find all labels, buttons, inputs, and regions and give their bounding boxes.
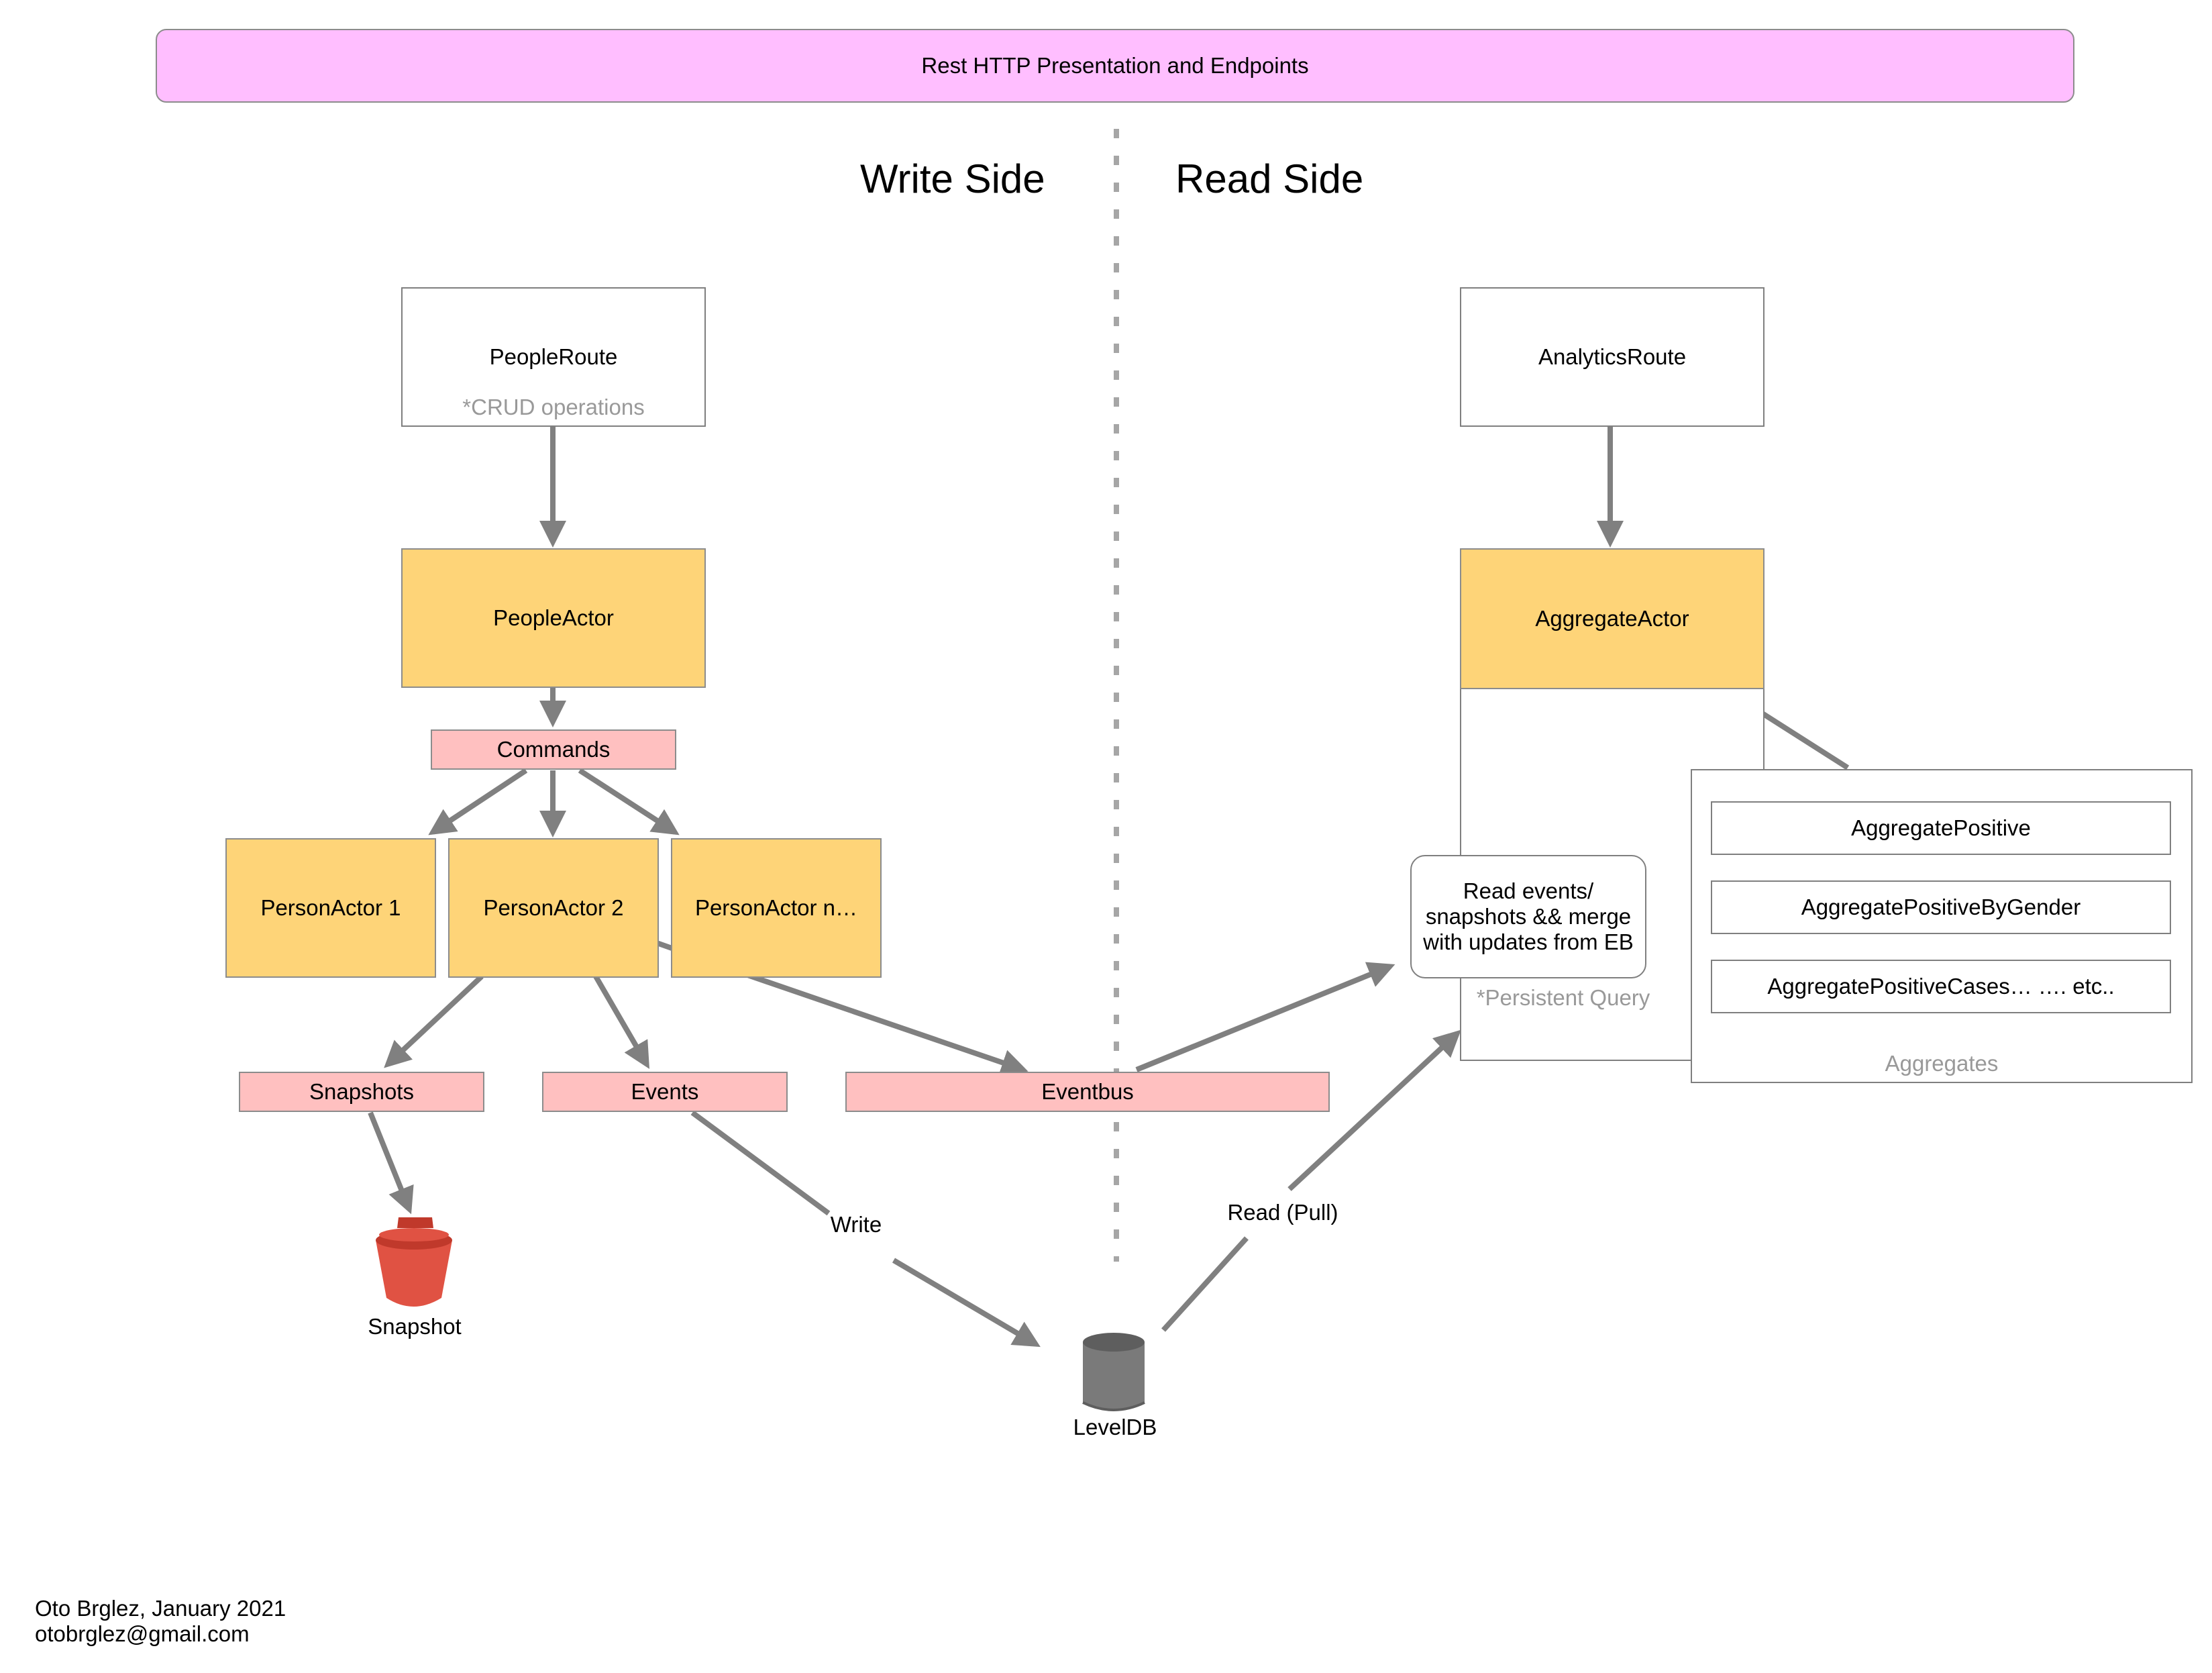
arrow-commands-personactor-n (578, 768, 680, 835)
aggregate-positive-label: AggregatePositive (1851, 815, 2031, 841)
person-actor-n-node: PersonActor n… (671, 838, 882, 978)
snapshots-label: Snapshots (309, 1079, 414, 1105)
footer-email: otobrglez@gmail.com (35, 1621, 250, 1646)
read-side-label: Read Side (1175, 156, 1364, 201)
leveldb-label: LevelDB (1073, 1415, 1157, 1439)
person-actor-2-label: PersonActor 2 (483, 895, 624, 921)
read-edge-label: Read (Pull) (1227, 1200, 1338, 1225)
aggregate-positive-node: AggregatePositive (1711, 801, 2171, 855)
arrow-leveldb-persistent-query (1161, 1033, 1457, 1332)
aggregates-caption: Aggregates (1885, 1051, 1999, 1076)
analytics-route-label: AnalyticsRoute (1538, 344, 1687, 370)
arrow-events-leveldb (690, 1110, 1036, 1344)
people-route-title: PeopleRoute (489, 344, 618, 370)
persistent-query-line-1: Read events/ (1463, 878, 1594, 904)
arrow-personactor2-snapshots (384, 974, 484, 1068)
people-route-node: PeopleRoute (401, 287, 706, 427)
persistent-query-caption: *Persistent Query (1476, 985, 1650, 1010)
aggregate-actor-node: AggregateActor (1460, 548, 1765, 689)
eventbus-node: Eventbus (845, 1072, 1330, 1112)
aggregate-positive-by-gender-node: AggregatePositiveByGender (1711, 880, 2171, 934)
people-actor-label: PeopleActor (493, 605, 614, 631)
people-route-note: *CRUD operations (462, 395, 645, 419)
write-edge-label: Write (830, 1212, 882, 1237)
persistent-query-line-2: snapshots && merge (1425, 904, 1632, 929)
arrow-commands-personactor-1 (428, 768, 528, 835)
snapshots-node: Snapshots (239, 1072, 484, 1112)
people-actor-node: PeopleActor (401, 548, 706, 688)
commands-node: Commands (431, 729, 676, 770)
events-node: Events (542, 1072, 788, 1112)
aggregate-positive-by-gender-label: AggregatePositiveByGender (1801, 895, 2081, 920)
person-actor-n-label: PersonActor n… (694, 895, 858, 921)
header-title: Rest HTTP Presentation and Endpoints (921, 53, 1309, 79)
arrow-eventbus-persistent-query (1135, 962, 1395, 1072)
person-actor-1-node: PersonActor 1 (225, 838, 436, 978)
persistent-query-line-3: with updates from EB (1423, 929, 1634, 954)
header-band: Rest HTTP Presentation and Endpoints (156, 29, 2074, 103)
analytics-route-node: AnalyticsRoute (1460, 287, 1765, 427)
aggregate-positive-cases-label: AggregatePositiveCases… …. etc.. (1767, 974, 2115, 999)
persistent-query-node: Read events/ snapshots && merge with upd… (1410, 855, 1646, 978)
aggregate-actor-label: AggregateActor (1535, 606, 1689, 631)
footer-author: Oto Brglez, January 2021 (35, 1596, 286, 1621)
eventbus-label: Eventbus (1041, 1079, 1134, 1105)
commands-label: Commands (496, 737, 611, 762)
aggregate-positive-cases-node: AggregatePositiveCases… …. etc.. (1711, 960, 2171, 1013)
database-cylinder-icon (1082, 1333, 1145, 1411)
arrow-snapshots-snapshot (368, 1111, 414, 1215)
person-actor-2-node: PersonActor 2 (448, 838, 659, 978)
s3-bucket-icon (376, 1217, 452, 1307)
person-actor-1-label: PersonActor 1 (260, 895, 401, 921)
snapshot-store-label: Snapshot (368, 1314, 462, 1339)
arrow-personactor2-events (593, 974, 650, 1069)
write-side-label: Write Side (860, 156, 1045, 201)
events-label: Events (631, 1079, 699, 1105)
